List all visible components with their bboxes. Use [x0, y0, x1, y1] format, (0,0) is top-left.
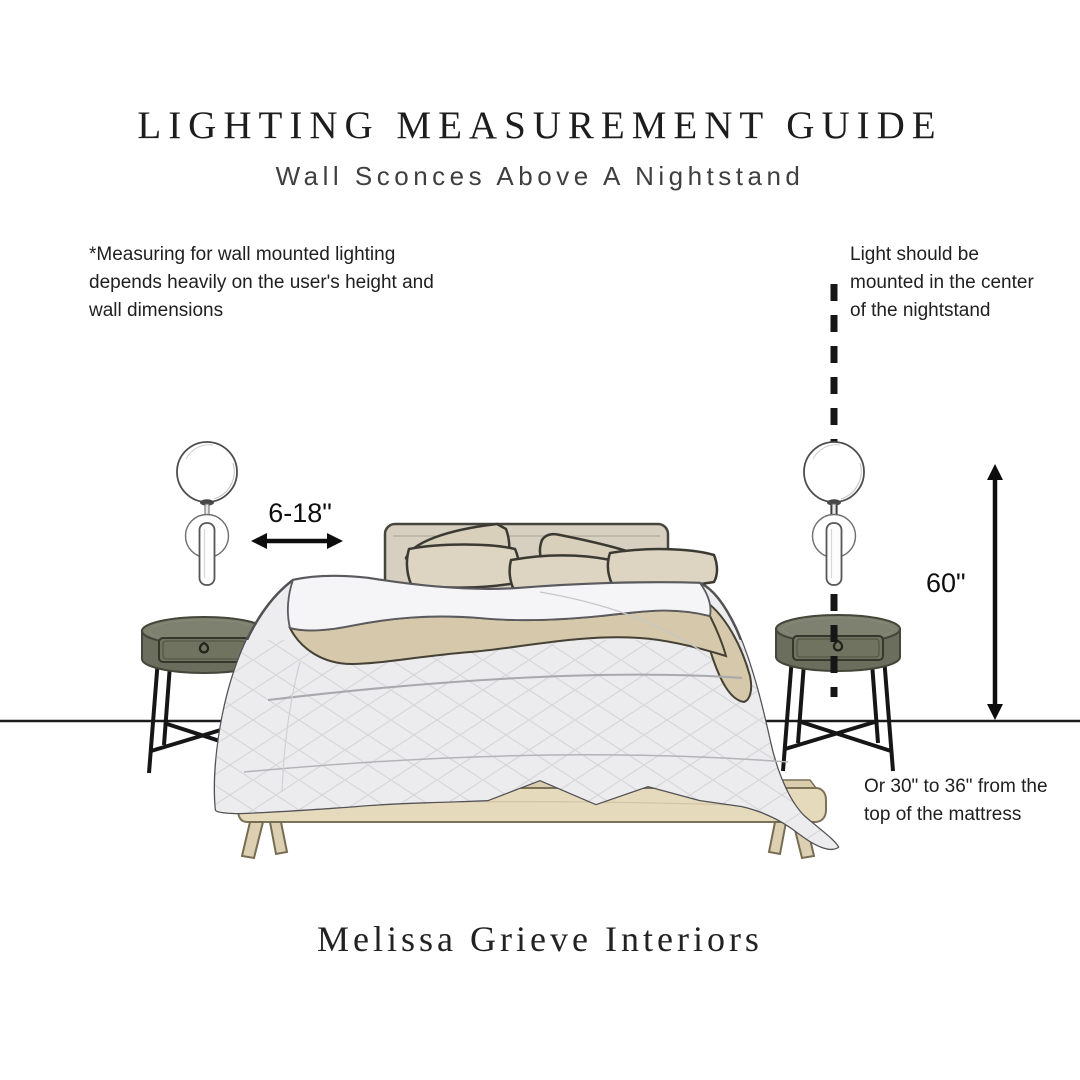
page-subtitle: Wall Sconces Above A Nightstand	[275, 161, 805, 191]
nightstand-right	[774, 613, 902, 773]
wall-sconce-left	[176, 441, 238, 586]
page-title: LIGHTING MEASUREMENT GUIDE	[137, 104, 943, 147]
pillows	[404, 522, 719, 593]
height-arrow	[987, 464, 1003, 720]
note-line: *Measuring for wall mounted lighting	[89, 244, 396, 265]
note-line: top of the mattress	[864, 804, 1022, 825]
note-line: Or 30" to 36" from the	[864, 776, 1048, 797]
note-line: depends heavily on the user's height and	[89, 272, 434, 293]
sheet-fold	[286, 575, 712, 632]
note-mattress-alternative: Or 30" to 36" from the top of the mattre…	[864, 773, 1074, 829]
note-line: mounted in the center	[850, 272, 1034, 293]
note-measuring-disclaimer: *Measuring for wall mounted lighting dep…	[89, 241, 509, 325]
note-line: Light should be	[850, 244, 979, 265]
dimension-sconce-to-bed: 6-18"	[268, 498, 332, 528]
wall-sconce-right	[803, 441, 865, 586]
bed	[213, 522, 840, 860]
note-line: wall dimensions	[89, 300, 224, 321]
note-line: of the nightstand	[850, 300, 991, 321]
horizontal-range-arrow	[251, 533, 343, 549]
dimension-floor-height: 60"	[926, 568, 966, 598]
brand-footer: Melissa Grieve Interiors	[317, 919, 763, 959]
note-center-mount: Light should be mounted in the center of…	[850, 241, 1080, 325]
